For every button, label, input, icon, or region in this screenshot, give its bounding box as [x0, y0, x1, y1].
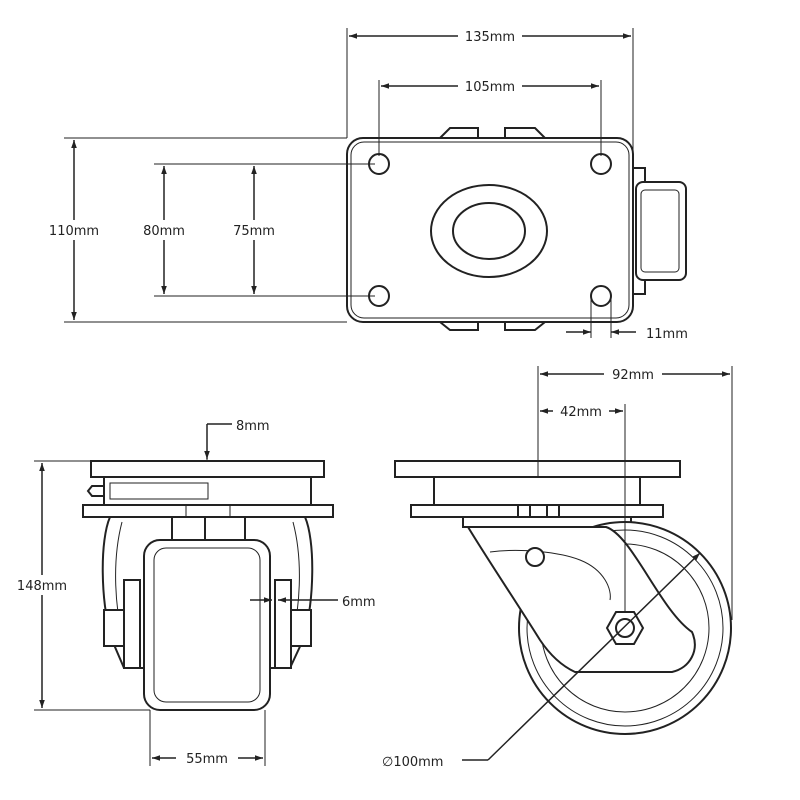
- bottom-lug-right: [504, 321, 548, 331]
- top-lug-left: [437, 127, 479, 139]
- brake-housing: [635, 181, 687, 281]
- dim-hole-spacing-x: 105mm: [465, 80, 515, 95]
- dim-slot-width: 11mm: [646, 327, 688, 342]
- dim-offset: 42mm: [560, 405, 602, 420]
- front-fork-leg-left: [123, 579, 141, 669]
- dim-leader-wheel-diameter: [487, 552, 701, 761]
- dim-plate-height: 110mm: [49, 224, 99, 239]
- front-wheel-tread: [153, 547, 261, 703]
- dim-wheel-width: 55mm: [186, 752, 228, 767]
- front-axle-nut-left: [103, 609, 125, 647]
- side-fork-curve: [489, 549, 611, 601]
- front-bearing-race: [109, 482, 209, 500]
- side-view: 92mm 42mm ∅100mm: [382, 364, 733, 770]
- center-ring-inner: [452, 202, 526, 260]
- front-view: 8mm 148mm 6mm 55mm: [10, 419, 376, 768]
- bolt-hole-bottom-right: [590, 285, 612, 307]
- dim-swivel-radius: 92mm: [612, 368, 654, 383]
- dim-plate-width: 135mm: [465, 30, 515, 45]
- bolt-hole-top-right: [590, 153, 612, 175]
- side-bearing-housing: [433, 476, 641, 506]
- front-fork-leg-right: [274, 579, 292, 669]
- front-axle-nut-right: [290, 609, 312, 647]
- front-top-plate: [90, 460, 325, 478]
- dim-hole-spacing-y: 75mm: [233, 224, 275, 239]
- top-lug-right: [504, 127, 548, 139]
- dim-fork-thickness: 6mm: [342, 595, 376, 610]
- dim-plate-thickness: 8mm: [236, 419, 270, 434]
- mounting-plate-edge: [350, 141, 630, 319]
- side-brake-pivot: [525, 547, 545, 567]
- dim-hole-outer-y: 80mm: [143, 224, 185, 239]
- bottom-lug-left: [437, 321, 479, 331]
- dim-wheel-diameter: ∅100mm: [382, 755, 443, 770]
- front-wheel: [143, 539, 271, 711]
- front-brake-pin: [86, 485, 105, 497]
- front-lower-plate: [82, 504, 334, 518]
- side-axle-bolt: [615, 618, 635, 638]
- brake-housing-inner: [640, 189, 680, 273]
- top-view: 135mm 105mm 110mm 80mm 75mm 11mm: [44, 26, 688, 342]
- dim-overall-height: 148mm: [17, 579, 67, 594]
